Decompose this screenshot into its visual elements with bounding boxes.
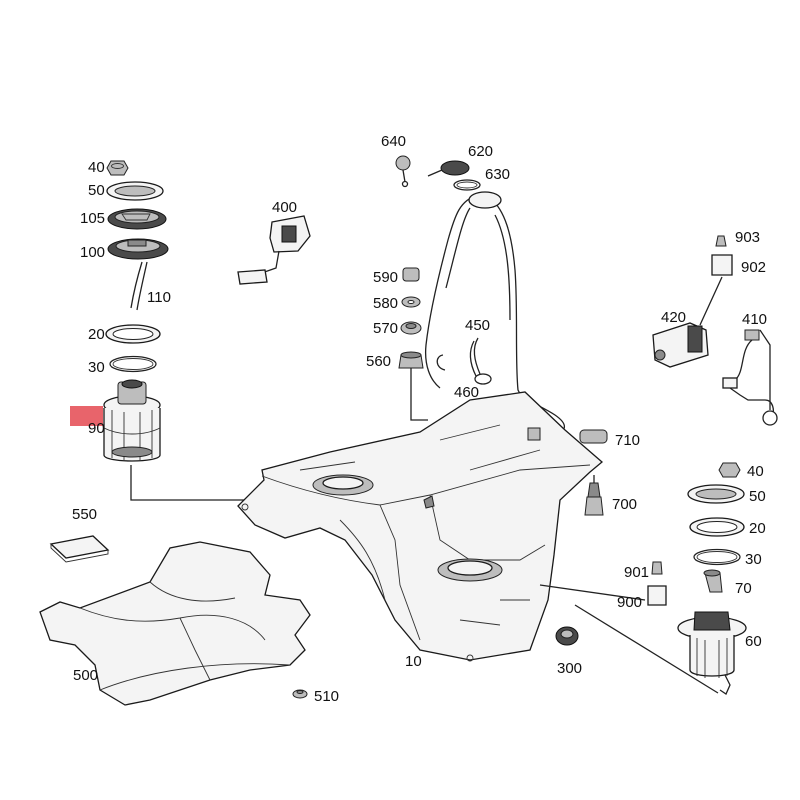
part-710-rubber-mount — [579, 429, 608, 444]
callout-902: 902 — [741, 259, 767, 276]
part-640-cap-valve — [395, 155, 411, 188]
part-620-filler-cap — [427, 160, 470, 177]
callout-560: 560 — [366, 353, 392, 370]
clip-bracket — [436, 354, 446, 371]
part-filler-neck-pipe — [424, 191, 565, 441]
callout-50-left: 50 — [88, 182, 105, 199]
callout-903: 903 — [735, 229, 761, 246]
part-60-fuel-sender-module — [677, 611, 747, 695]
callout-630: 630 — [485, 166, 511, 183]
part-90-fuel-pump-module — [103, 379, 161, 462]
callout-30-right: 30 — [745, 551, 762, 568]
callout-900: 900 — [617, 594, 643, 611]
callout-510: 510 — [314, 688, 340, 705]
callout-590: 590 — [373, 269, 399, 286]
callout-410: 410 — [742, 311, 768, 328]
callout-40-right: 40 — [747, 463, 764, 480]
part-510-clip — [292, 689, 308, 699]
callout-710: 710 — [615, 432, 641, 449]
part-10-fuel-tank — [237, 391, 604, 662]
part-400-level-sensor — [237, 215, 311, 285]
part-110-hose-left — [130, 261, 148, 311]
part-40-nut-left — [106, 160, 129, 176]
part-450-vent-hose — [469, 337, 481, 377]
callout-40-left: 40 — [88, 159, 105, 176]
part-570-bushing — [400, 321, 422, 335]
part-700-mount-stud — [584, 475, 604, 516]
part-70-pipe-fitting — [703, 569, 723, 593]
part-410-float-sensor — [722, 329, 778, 426]
callout-500: 500 — [73, 667, 99, 684]
part-580-washer — [401, 296, 421, 308]
callout-620: 620 — [468, 143, 494, 160]
part-50-lock-ring-left — [106, 181, 164, 201]
part-902-connector — [711, 254, 733, 276]
part-20-seal-ring-right — [689, 517, 745, 537]
callout-420: 420 — [661, 309, 687, 326]
part-903-sensor-tip — [715, 235, 727, 247]
part-460-clamp — [474, 373, 492, 385]
callout-105: 105 — [80, 210, 106, 227]
highlight-marker — [70, 406, 103, 426]
part-560-rubber-mount — [398, 351, 424, 369]
leader-60-lower — [574, 604, 719, 694]
callout-901: 901 — [624, 564, 650, 581]
callout-400: 400 — [272, 199, 298, 216]
callout-50-right: 50 — [749, 488, 766, 505]
callout-450: 450 — [465, 317, 491, 334]
callout-20-right: 20 — [749, 520, 766, 537]
part-40-nut-right — [718, 462, 741, 478]
callout-60: 60 — [745, 633, 762, 650]
callout-700: 700 — [612, 496, 638, 513]
callout-30-left: 30 — [88, 359, 105, 376]
part-20-seal-ring-left — [105, 324, 161, 344]
callout-20-left: 20 — [88, 326, 105, 343]
part-100-flange-cover — [107, 238, 169, 260]
part-300-grommet — [555, 626, 579, 646]
callout-640: 640 — [381, 133, 407, 150]
callout-580: 580 — [373, 295, 399, 312]
callout-110: 110 — [147, 289, 171, 306]
leader-tank-to-60 — [539, 584, 646, 601]
callout-550: 550 — [72, 506, 98, 523]
part-105-seal-plate — [107, 208, 167, 230]
callout-70: 70 — [735, 580, 752, 597]
part-30-o-ring-right — [693, 548, 741, 566]
part-50-lock-ring-right — [687, 484, 745, 504]
leader-560-to-tank — [410, 368, 428, 421]
callout-10: 10 — [405, 653, 422, 670]
callout-570: 570 — [373, 320, 399, 337]
callout-90: 90 — [88, 420, 105, 437]
leader-902-to-420 — [699, 276, 723, 326]
part-630-seal — [453, 179, 481, 191]
callout-100: 100 — [80, 244, 106, 261]
part-30-o-ring-left — [109, 355, 157, 373]
part-590-grommet — [402, 267, 420, 282]
part-901-sensor-tip — [651, 561, 663, 575]
callout-460: 460 — [454, 384, 480, 401]
part-550-foam-pad — [49, 535, 110, 563]
callout-300: 300 — [557, 660, 583, 677]
part-420-control-unit — [652, 322, 709, 368]
part-900-connector — [647, 585, 667, 606]
part-500-heat-shield — [39, 541, 311, 706]
